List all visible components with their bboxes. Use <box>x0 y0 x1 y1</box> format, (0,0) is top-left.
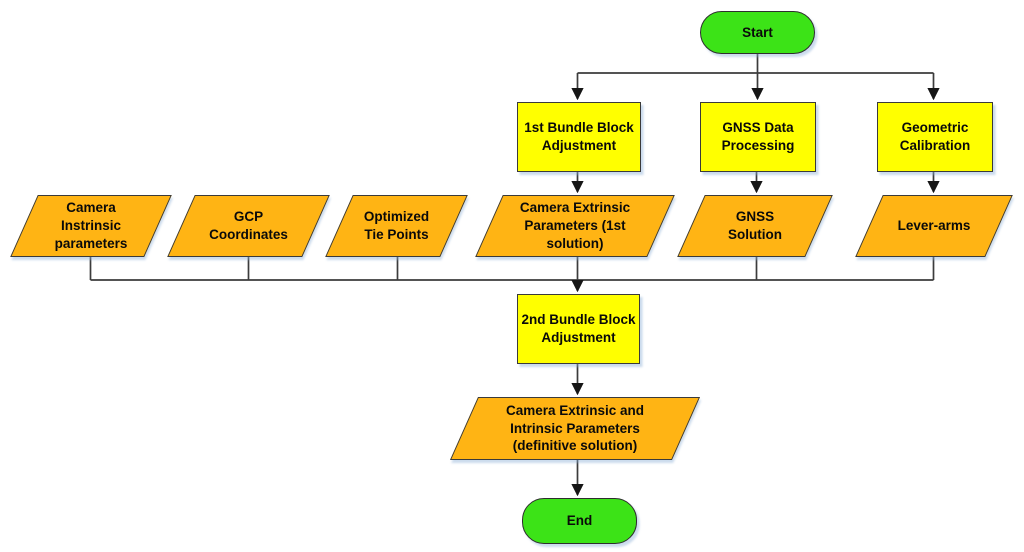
node-end-terminator: End <box>522 498 637 544</box>
node-optimized-tie-points: Optimized Tie Points <box>325 195 468 257</box>
node-gcp-coordinates: GCP Coordinates <box>167 195 330 257</box>
node-camera-intrinsic-parameters: Camera Instrinsic parameters <box>10 195 172 257</box>
node-gnss-data-processing: GNSS Data Processing <box>700 102 816 172</box>
camera-definitive-label: Camera Extrinsic and Intrinsic Parameter… <box>505 402 645 454</box>
optimized-tie-points-label: Optimized Tie Points <box>363 209 430 242</box>
gcp-coordinates-label: GCP Coordinates <box>209 209 288 242</box>
node-1st-bundle-block-adjustment: 1st Bundle Block Adjustment <box>517 102 641 172</box>
bba1-label: 1st Bundle Block Adjustment <box>524 120 634 153</box>
gnss-solution-label: GNSS Solution <box>728 209 782 242</box>
node-lever-arms: Lever-arms <box>855 195 1013 257</box>
node-start-terminator: Start <box>700 11 815 54</box>
bba2-label: 2nd Bundle Block Adjustment <box>521 312 636 345</box>
gnss-processing-label: GNSS Data Processing <box>721 120 795 153</box>
node-camera-parameters-definitive: Camera Extrinsic and Intrinsic Parameter… <box>449 397 701 460</box>
node-geometric-calibration: Geometric Calibration <box>877 102 993 172</box>
geometric-calibration-label: Geometric Calibration <box>899 120 971 153</box>
start-label: Start <box>742 24 773 40</box>
lever-arms-label: Lever-arms <box>897 218 971 234</box>
end-label: End <box>566 513 593 529</box>
camera-intrinsic-label: Camera Instrinsic parameters <box>54 200 128 251</box>
node-gnss-solution: GNSS Solution <box>677 195 833 257</box>
camera-extrinsic-1st-label: Camera Extrinsic Parameters (1st solutio… <box>519 200 631 251</box>
node-camera-extrinsic-parameters-1st: Camera Extrinsic Parameters (1st solutio… <box>475 195 675 257</box>
node-2nd-bundle-block-adjustment: 2nd Bundle Block Adjustment <box>517 294 640 364</box>
